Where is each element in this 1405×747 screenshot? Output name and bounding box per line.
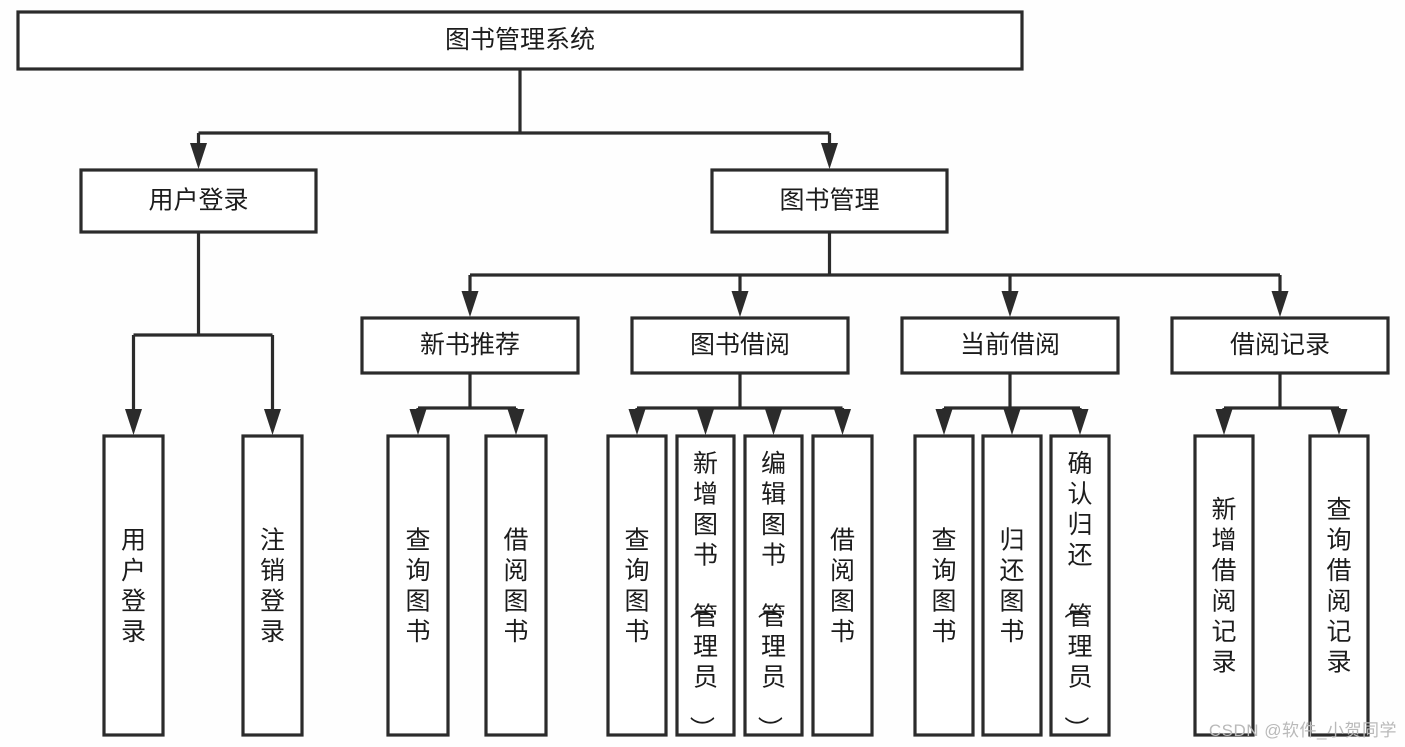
node-label-leaf-edit-book: 编辑图书（管理员） <box>755 450 786 741</box>
node-box-user-login <box>79 168 318 234</box>
node-label-leaf-query-book-cur: 查询图书 <box>931 526 956 646</box>
node-label-current-borrow: 当前借阅 <box>960 331 1060 359</box>
node-leaf-query-book-rec[interactable]: 查询图书 <box>386 434 450 737</box>
node-leaf-borrow-book-rec[interactable]: 借阅图书 <box>484 434 548 737</box>
node-label-leaf-add-record: 新增借阅记录 <box>1211 496 1236 677</box>
node-leaf-confirm-return[interactable]: 确认归还（管理员） <box>1049 434 1111 741</box>
node-box-leaf-borrow-book <box>811 434 874 737</box>
node-layer: 图书管理系统用户登录图书管理新书推荐图书借阅当前借阅借阅记录用户登录注销登录查询… <box>16 10 1390 741</box>
node-label-leaf-logout: 注销登录 <box>260 526 285 646</box>
node-box-leaf-add-record <box>1193 434 1255 737</box>
node-box-current-borrow <box>900 316 1120 375</box>
node-new-book-rec[interactable]: 新书推荐 <box>360 316 580 375</box>
node-label-leaf-confirm-return: 确认归还（管理员） <box>1061 450 1092 741</box>
node-book-borrow[interactable]: 图书借阅 <box>630 316 850 375</box>
node-label-leaf-return-book: 归还图书 <box>999 526 1024 646</box>
node-label-borrow-record: 借阅记录 <box>1230 331 1330 359</box>
node-leaf-add-record[interactable]: 新增借阅记录 <box>1193 434 1255 737</box>
node-box-leaf-query-record <box>1308 434 1370 737</box>
node-box-leaf-return-book <box>981 434 1043 737</box>
node-leaf-add-book[interactable]: 新增图书（管理员） <box>675 434 736 741</box>
node-root[interactable]: 图书管理系统 <box>16 10 1024 71</box>
node-box-leaf-logout <box>241 434 304 737</box>
node-borrow-record[interactable]: 借阅记录 <box>1170 316 1390 375</box>
watermark-text: CSDN @软件_小贺同学 <box>1208 721 1397 740</box>
node-label-leaf-query-book-rec: 查询图书 <box>405 526 430 646</box>
connector-layer <box>125 69 1348 435</box>
node-book-manage[interactable]: 图书管理 <box>710 168 949 234</box>
node-box-leaf-add-book <box>675 434 736 737</box>
node-label-leaf-add-book: 新增图书（管理员） <box>687 450 718 741</box>
node-leaf-logout[interactable]: 注销登录 <box>241 434 304 737</box>
node-box-leaf-user-login <box>102 434 165 737</box>
node-box-leaf-edit-book <box>743 434 804 737</box>
node-leaf-borrow-book[interactable]: 借阅图书 <box>811 434 874 737</box>
node-label-root: 图书管理系统 <box>445 26 595 54</box>
node-box-borrow-record <box>1170 316 1390 375</box>
node-label-leaf-borrow-book: 借阅图书 <box>830 526 855 646</box>
node-current-borrow[interactable]: 当前借阅 <box>900 316 1120 375</box>
node-box-leaf-confirm-return <box>1049 434 1111 737</box>
node-user-login[interactable]: 用户登录 <box>79 168 318 234</box>
node-label-book-borrow: 图书借阅 <box>690 331 790 359</box>
node-leaf-query-book-borrow[interactable]: 查询图书 <box>606 434 668 737</box>
node-leaf-edit-book[interactable]: 编辑图书（管理员） <box>743 434 804 741</box>
node-label-leaf-query-record: 查询借阅记录 <box>1326 496 1351 677</box>
node-box-root <box>16 10 1024 71</box>
node-box-leaf-query-book-borrow <box>606 434 668 737</box>
node-box-book-borrow <box>630 316 850 375</box>
node-box-new-book-rec <box>360 316 580 375</box>
node-label-leaf-borrow-book-rec: 借阅图书 <box>503 526 528 646</box>
node-label-book-manage: 图书管理 <box>779 187 879 215</box>
node-leaf-user-login[interactable]: 用户登录 <box>102 434 165 737</box>
node-label-new-book-rec: 新书推荐 <box>420 331 520 359</box>
node-box-leaf-query-book-cur <box>913 434 975 737</box>
node-leaf-query-record[interactable]: 查询借阅记录 <box>1308 434 1370 737</box>
node-box-book-manage <box>710 168 949 234</box>
node-label-leaf-user-login: 用户登录 <box>121 526 146 646</box>
node-box-leaf-borrow-book-rec <box>484 434 548 737</box>
node-leaf-return-book[interactable]: 归还图书 <box>981 434 1043 737</box>
node-leaf-query-book-cur[interactable]: 查询图书 <box>913 434 975 737</box>
node-box-leaf-query-book-rec <box>386 434 450 737</box>
node-label-user-login: 用户登录 <box>148 187 248 215</box>
node-label-leaf-query-book-borrow: 查询图书 <box>624 526 649 646</box>
